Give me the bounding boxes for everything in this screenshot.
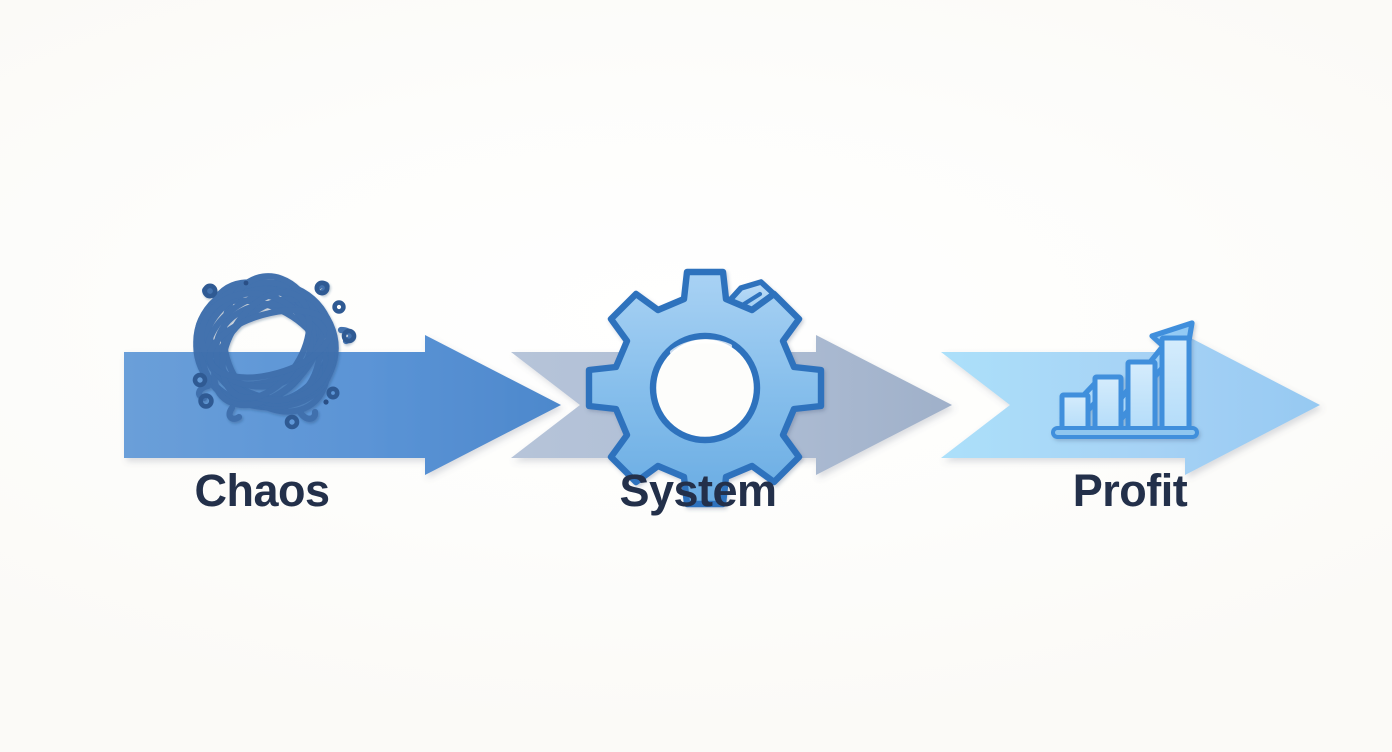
bar-1 [1059,392,1091,434]
step-label-system: System [619,465,777,516]
step-label-profit: Profit [1072,465,1188,516]
tangle-endpoint-dots-solid [243,280,329,405]
chart-baseline [1051,426,1199,439]
bar-3 [1125,359,1158,434]
growth-bar-chart-icon [1051,320,1199,439]
arrow-step-chaos [124,335,561,475]
gear-icon [585,268,825,508]
bar-2 [1092,374,1124,434]
step-label-chaos: Chaos [194,465,330,516]
tangle-endpoint-dots [192,280,357,430]
tangled-scribble-ball-icon [193,273,355,422]
bar-4 [1159,335,1192,434]
